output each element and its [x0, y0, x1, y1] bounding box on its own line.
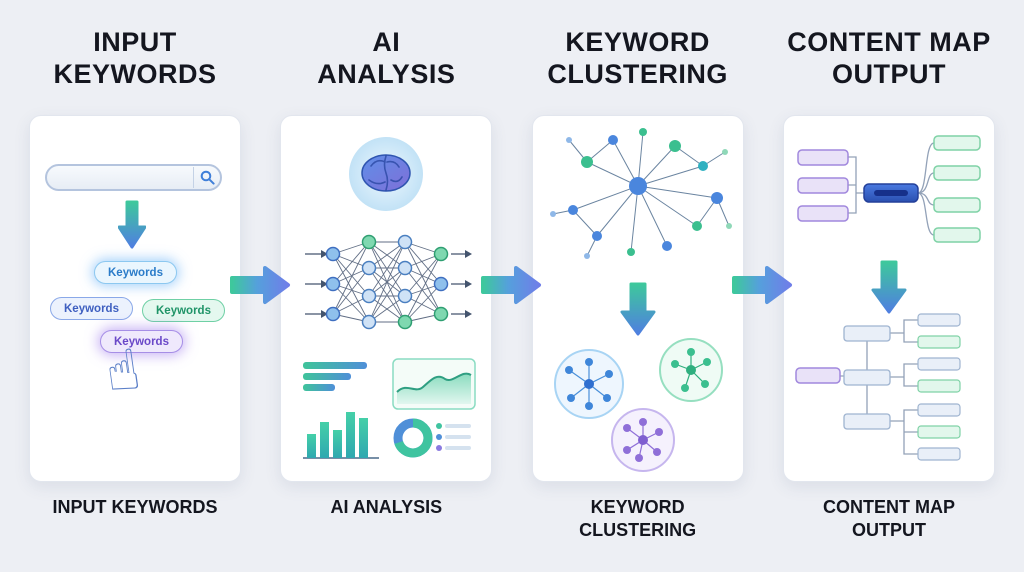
keyword-pill: Keywords	[142, 299, 225, 322]
content-map-illustration	[795, 135, 981, 461]
cluster-circle-purple	[610, 408, 675, 472]
search-icon	[193, 167, 220, 188]
mind-map-graphic	[797, 135, 981, 243]
step-title: KEYWORD CLUSTERING	[547, 26, 728, 91]
down-arrow-icon	[871, 260, 907, 314]
step-footer-line1: CONTENT MAP	[822, 497, 955, 517]
step-title-line2: CLUSTERING	[547, 59, 728, 89]
ai-analysis-illustration	[303, 137, 477, 459]
step-card-content-map-output	[782, 115, 995, 482]
cluster-circle-blue	[553, 349, 624, 419]
flow-arrow-icon	[731, 263, 793, 307]
step-footer-line1: KEYWORD	[590, 497, 685, 517]
keyword-pill: Keywords	[50, 297, 133, 320]
down-arrow-icon	[620, 282, 656, 336]
step-footer: INPUT KEYWORDS	[52, 496, 217, 519]
step-title-line1: INPUT	[93, 27, 177, 57]
search-bar-illustration	[45, 164, 222, 191]
step-footer-line1: AI ANALYSIS	[330, 497, 443, 517]
keyword-pill: Keywords	[94, 261, 177, 284]
step-footer-line2: OUTPUT	[851, 520, 926, 540]
flowchart-graphic	[795, 313, 961, 461]
neural-network-graphic	[305, 234, 473, 330]
step-footer: KEYWORD CLUSTERING	[579, 496, 696, 542]
step-title: AI ANALYSIS	[317, 26, 455, 91]
network-graph-graphic	[549, 128, 732, 259]
step-title-line2: KEYWORDS	[53, 59, 217, 89]
step-footer: CONTENT MAP OUTPUT	[823, 496, 955, 542]
step-card-input-keywords: Keywords Keywords Keywords Keywords ☝	[29, 115, 241, 482]
step-title-line1: AI	[372, 27, 401, 57]
step-title-line1: CONTENT MAP	[787, 27, 991, 57]
step-column-input-keywords: INPUT KEYWORDS Keywords Keywords Keyword…	[29, 26, 241, 572]
step-title-line1: KEYWORD	[565, 27, 710, 57]
step-footer-line2: CLUSTERING	[579, 520, 697, 540]
step-card-keyword-clustering	[531, 115, 744, 482]
step-column-ai-analysis: AI ANALYSIS	[280, 26, 493, 572]
down-arrow-icon	[118, 200, 146, 249]
mini-bar-chart-graphic	[303, 362, 380, 459]
flow-arrow-icon	[480, 263, 542, 307]
step-footer-line1: INPUT KEYWORDS	[52, 497, 218, 517]
step-title: CONTENT MAP OUTPUT	[787, 26, 991, 91]
step-title-line2: OUTPUT	[831, 59, 946, 89]
step-footer: AI ANALYSIS	[330, 496, 442, 519]
step-card-ai-analysis	[280, 115, 493, 482]
step-title: INPUT KEYWORDS	[53, 26, 216, 91]
cluster-circle-green	[658, 338, 723, 402]
step-column-content-map-output: CONTENT MAP OUTPUT	[782, 26, 995, 572]
brain-icon	[349, 137, 424, 211]
step-title-line2: ANALYSIS	[317, 59, 456, 89]
mini-line-chart-graphic	[392, 358, 477, 410]
keyword-pill: Keywords	[100, 330, 183, 353]
flow-arrow-icon	[229, 263, 291, 307]
step-column-keyword-clustering: KEYWORD CLUSTERING	[531, 26, 744, 572]
donut-chart-graphic	[393, 418, 472, 458]
clustering-illustration	[549, 128, 732, 472]
